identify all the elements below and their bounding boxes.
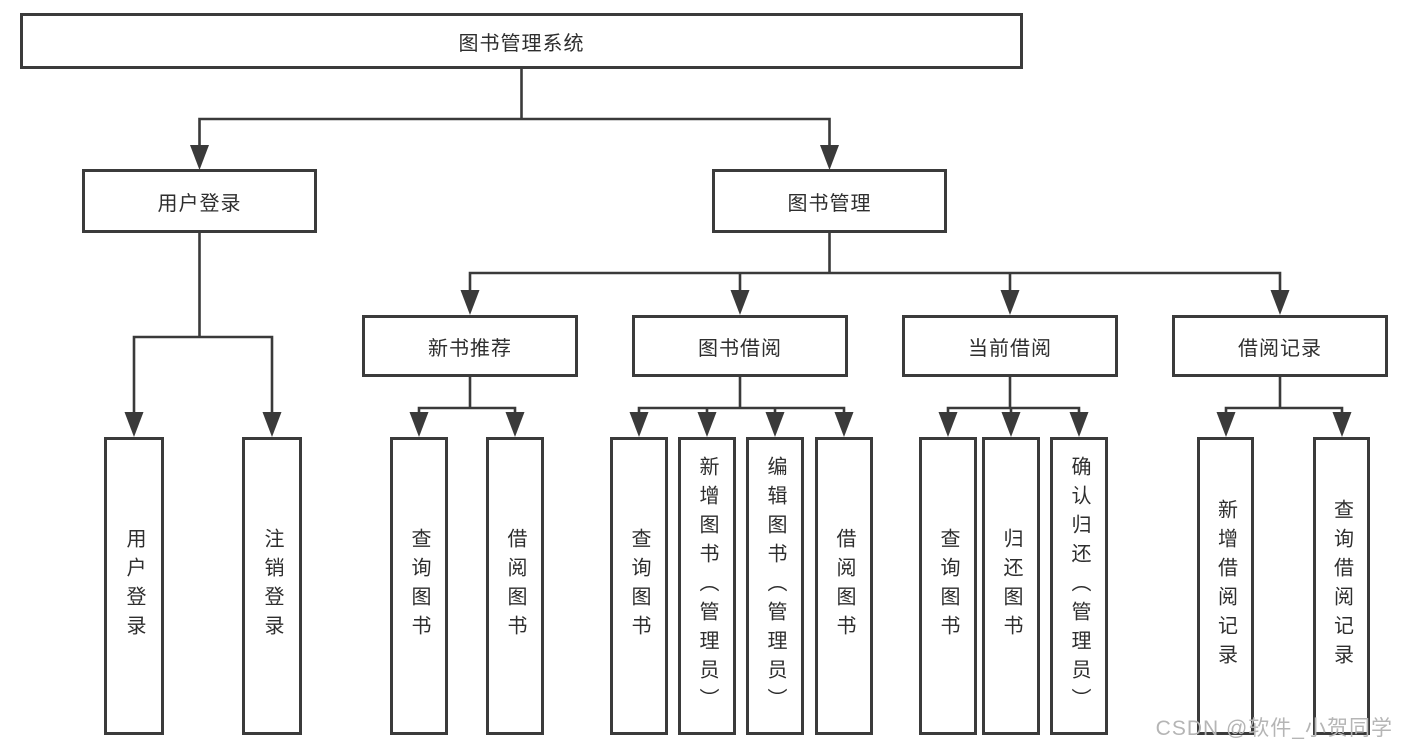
node-user-login: 用户登录 xyxy=(82,169,317,233)
node-book-borrowing-label: 图书借阅 xyxy=(698,337,782,360)
leaf-borrow-books-borrowing-label: 借阅图书 xyxy=(833,528,855,644)
leaf-query-books-current: 查询图书 xyxy=(919,437,977,735)
node-new-book-recommendation-label: 新书推荐 xyxy=(428,337,512,360)
leaf-confirm-return-admin-label: 确认归还（管理员） xyxy=(1068,455,1090,717)
leaf-logout-login-label: 注销登录 xyxy=(261,528,283,644)
leaf-query-books-borrowing: 查询图书 xyxy=(610,437,668,735)
node-user-login-label: 用户登录 xyxy=(157,192,242,215)
leaf-query-books-current-label: 查询图书 xyxy=(937,528,959,644)
node-book-management-label: 图书管理 xyxy=(787,192,872,215)
leaf-edit-books-admin: 编辑图书（管理员） xyxy=(746,437,804,735)
leaf-add-books-admin: 新增图书（管理员） xyxy=(678,437,736,735)
node-book-borrowing: 图书借阅 xyxy=(632,315,848,377)
leaf-confirm-return-admin: 确认归还（管理员） xyxy=(1050,437,1108,735)
leaf-user-login-label: 用户登录 xyxy=(123,528,145,644)
leaf-query-books-recommend: 查询图书 xyxy=(390,437,448,735)
leaf-borrow-books-borrowing: 借阅图书 xyxy=(815,437,873,735)
leaf-add-borrow-record-label: 新增借阅记录 xyxy=(1214,499,1237,673)
node-current-borrowing-label: 当前借阅 xyxy=(968,337,1052,360)
leaf-return-books-label: 归还图书 xyxy=(1000,528,1022,644)
leaf-add-borrow-record: 新增借阅记录 xyxy=(1197,437,1254,735)
leaf-add-books-admin-label: 新增图书（管理员） xyxy=(696,455,718,717)
node-library-system: 图书管理系统 xyxy=(20,13,1023,69)
leaf-user-login: 用户登录 xyxy=(104,437,164,735)
leaf-edit-books-admin-label: 编辑图书（管理员） xyxy=(764,455,786,717)
leaf-return-books: 归还图书 xyxy=(982,437,1040,735)
leaf-query-books-recommend-label: 查询图书 xyxy=(408,528,430,644)
node-borrowing-records: 借阅记录 xyxy=(1172,315,1388,377)
leaf-query-borrow-record-label: 查询借阅记录 xyxy=(1330,499,1353,673)
leaf-logout-login: 注销登录 xyxy=(242,437,302,735)
leaf-borrow-books-recommend-label: 借阅图书 xyxy=(504,528,526,644)
node-book-management: 图书管理 xyxy=(712,169,947,233)
leaf-borrow-books-recommend: 借阅图书 xyxy=(486,437,544,735)
leaf-query-books-borrowing-label: 查询图书 xyxy=(628,528,650,644)
node-borrowing-records-label: 借阅记录 xyxy=(1238,337,1322,360)
leaf-query-borrow-record: 查询借阅记录 xyxy=(1313,437,1370,735)
node-library-system-label: 图书管理系统 xyxy=(458,32,585,55)
csdn-watermark: CSDN @软件_小贺同学 xyxy=(1155,717,1393,740)
node-new-book-recommendation: 新书推荐 xyxy=(362,315,578,377)
node-current-borrowing: 当前借阅 xyxy=(902,315,1118,377)
